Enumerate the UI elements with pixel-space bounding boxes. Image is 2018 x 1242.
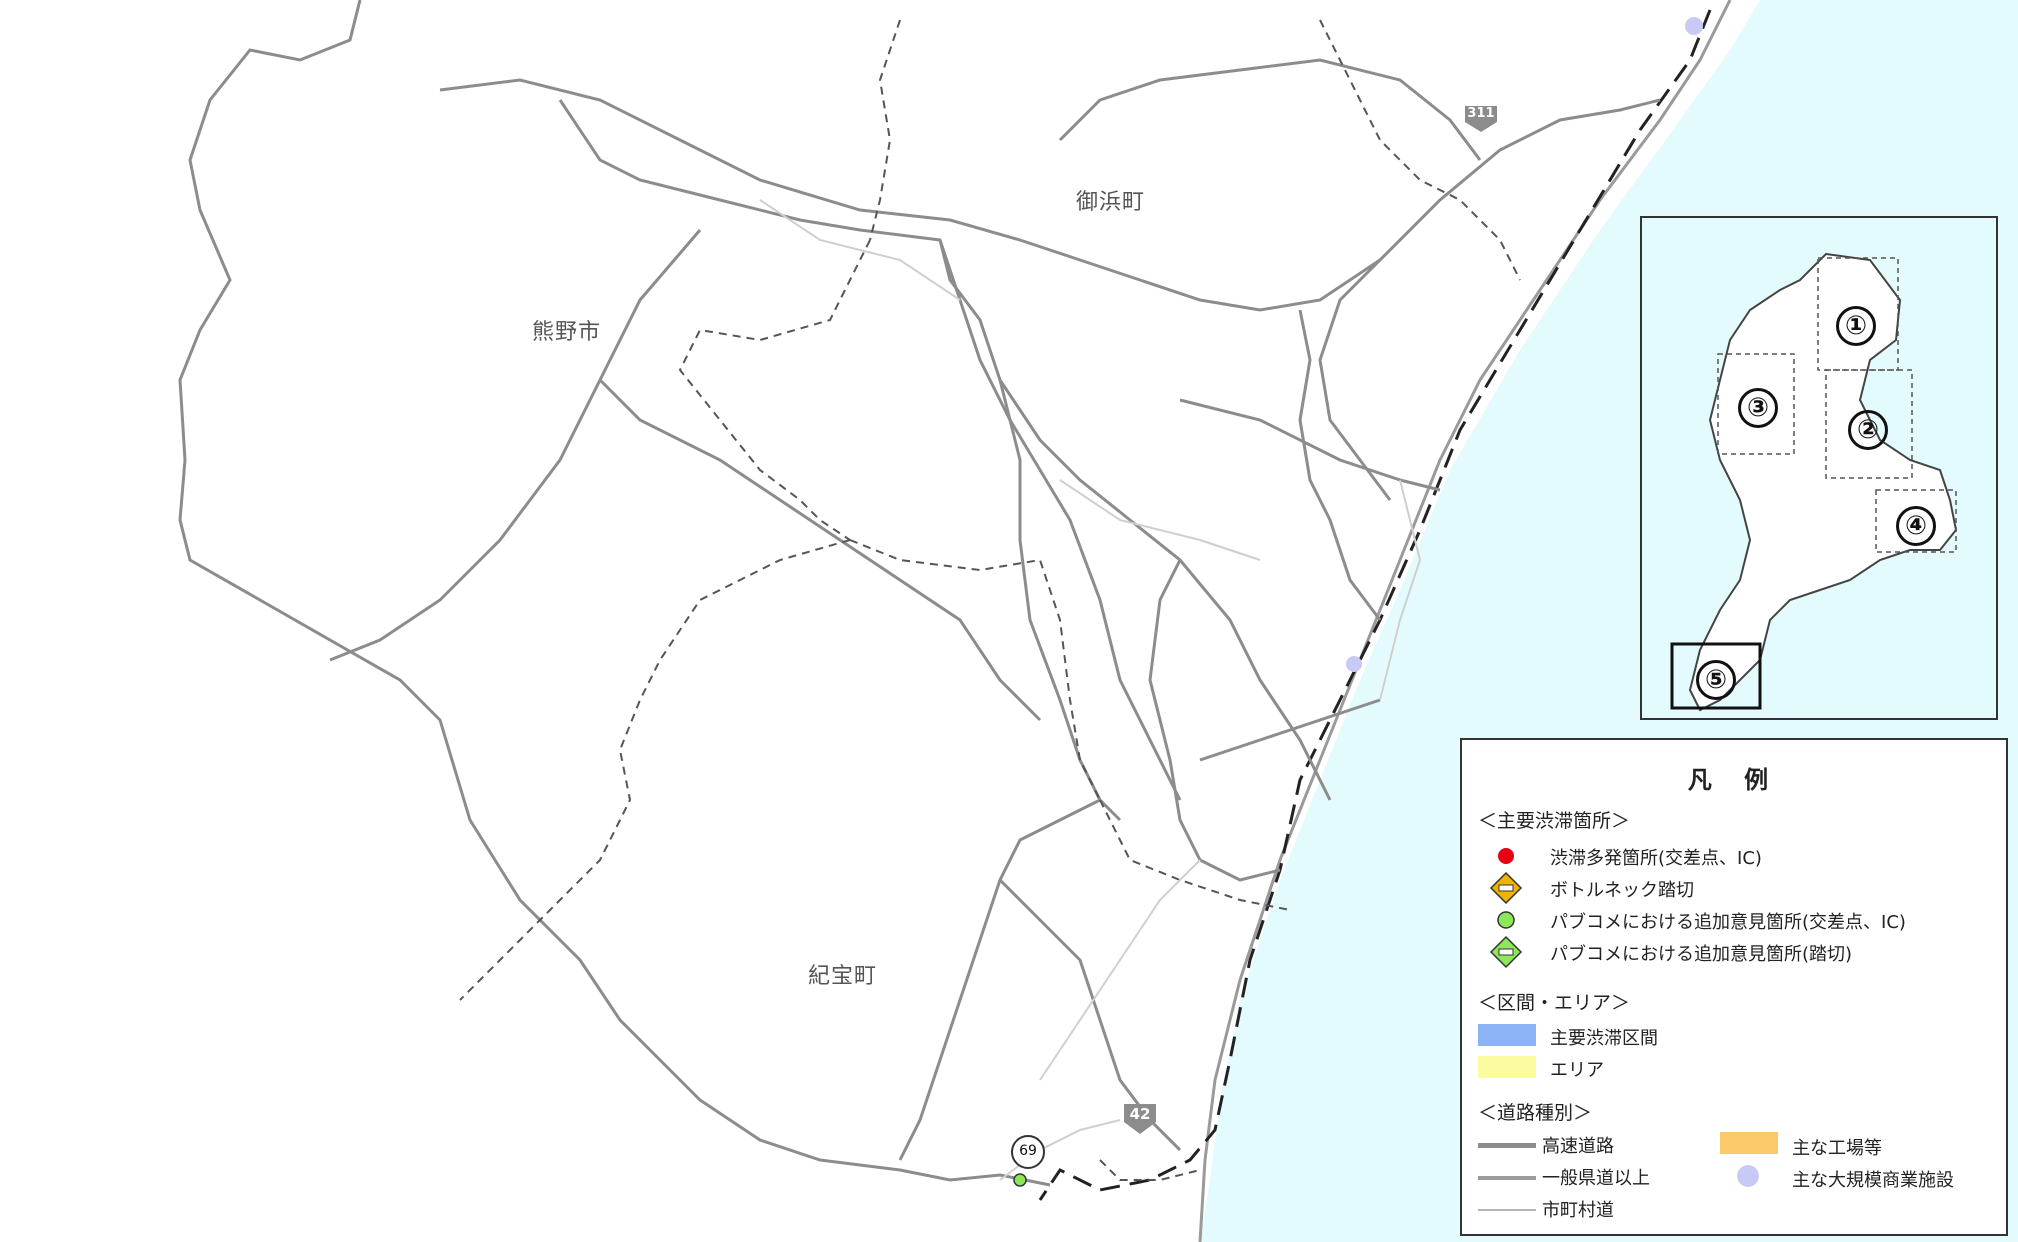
route-311-shield <box>1465 106 1497 132</box>
commercial-swatch <box>1737 1165 1759 1187</box>
legend-congestion-point: 渋滞多発箇所(交差点、IC) <box>1550 848 1762 869</box>
pubcom-crossing-swatch <box>1489 935 1523 969</box>
legend-pubcom-crossing: パブコメにおける追加意見箇所(踏切) <box>1550 944 1853 965</box>
congestion-section-swatch <box>1478 1024 1536 1046</box>
legend-municipal: 市町村道 <box>1542 1200 1614 1221</box>
prefectural-road-swatch <box>1478 1176 1536 1180</box>
legend-bottleneck-crossing: ボトルネック踏切 <box>1550 880 1694 901</box>
congestion-point-swatch <box>1498 848 1514 864</box>
legend-title: 凡 例 <box>1687 766 1781 794</box>
place-kumano: 熊野市 <box>532 320 602 345</box>
commercial-marker <box>1685 17 1703 35</box>
legend-commercial: 主な大規模商業施設 <box>1792 1170 1954 1191</box>
inset-label-3: ③ <box>1738 388 1778 428</box>
west-coast <box>178 0 1051 1187</box>
inset-area-5-box <box>1670 642 1762 710</box>
minor-roads <box>759 199 1422 1181</box>
inset-area-3-box <box>1717 353 1795 455</box>
municipal-road-swatch <box>1478 1209 1536 1211</box>
legend-section-road: ＜道路種別＞ <box>1478 1102 1593 1124</box>
pubcom-point-swatch <box>1497 911 1515 929</box>
place-kiho: 紀宝町 <box>808 964 878 989</box>
expressway-swatch <box>1478 1143 1536 1148</box>
pubcom-point-marker <box>1013 1173 1027 1187</box>
route-69-label: 69 <box>1019 1143 1037 1159</box>
factory-swatch <box>1720 1132 1778 1154</box>
inset-label-1: ① <box>1836 306 1876 346</box>
boundaries <box>459 19 1521 1181</box>
inset-label-5: ⑤ <box>1696 660 1736 700</box>
legend-prefectural: 一般県道以上 <box>1542 1168 1650 1189</box>
legend-section-area: ＜区間・エリア＞ <box>1478 992 1631 1014</box>
inset-area-4-box <box>1875 489 1957 553</box>
route-42-shield <box>1124 1104 1156 1134</box>
legend-congestion-section: 主要渋滞区間 <box>1550 1028 1658 1049</box>
route-311-label: 311 <box>1467 106 1495 121</box>
place-mihama: 御浜町 <box>1076 190 1146 215</box>
inset-map-frame <box>1640 216 1998 720</box>
legend-factory: 主な工場等 <box>1792 1138 1882 1159</box>
route-42-label: 42 <box>1129 1105 1151 1123</box>
inset-area-2-box <box>1825 369 1913 479</box>
legend-section-congestion: ＜主要渋滞箇所＞ <box>1478 810 1631 832</box>
coastline <box>1198 0 1732 1242</box>
legend-panel: 凡 例 ＜主要渋滞箇所＞ 渋滞多発箇所(交差点、IC) ボトルネック踏切 パブコ… <box>1460 738 2008 1236</box>
inset-area-1-box <box>1817 257 1899 371</box>
commercial-marker <box>1346 656 1362 672</box>
major-roads <box>329 58 1661 1161</box>
bottleneck-crossing-swatch <box>1489 871 1523 905</box>
legend-area: エリア <box>1550 1060 1604 1081</box>
inset-label-4: ④ <box>1896 506 1936 546</box>
route-69-circle <box>1011 1135 1045 1169</box>
railway-line <box>1038 9 1712 1201</box>
legend-expressway: 高速道路 <box>1542 1136 1614 1157</box>
inset-label-2: ② <box>1848 410 1888 450</box>
legend-pubcom-point: パブコメにおける追加意見箇所(交差点、IC) <box>1550 912 1906 933</box>
area-swatch <box>1478 1056 1536 1078</box>
